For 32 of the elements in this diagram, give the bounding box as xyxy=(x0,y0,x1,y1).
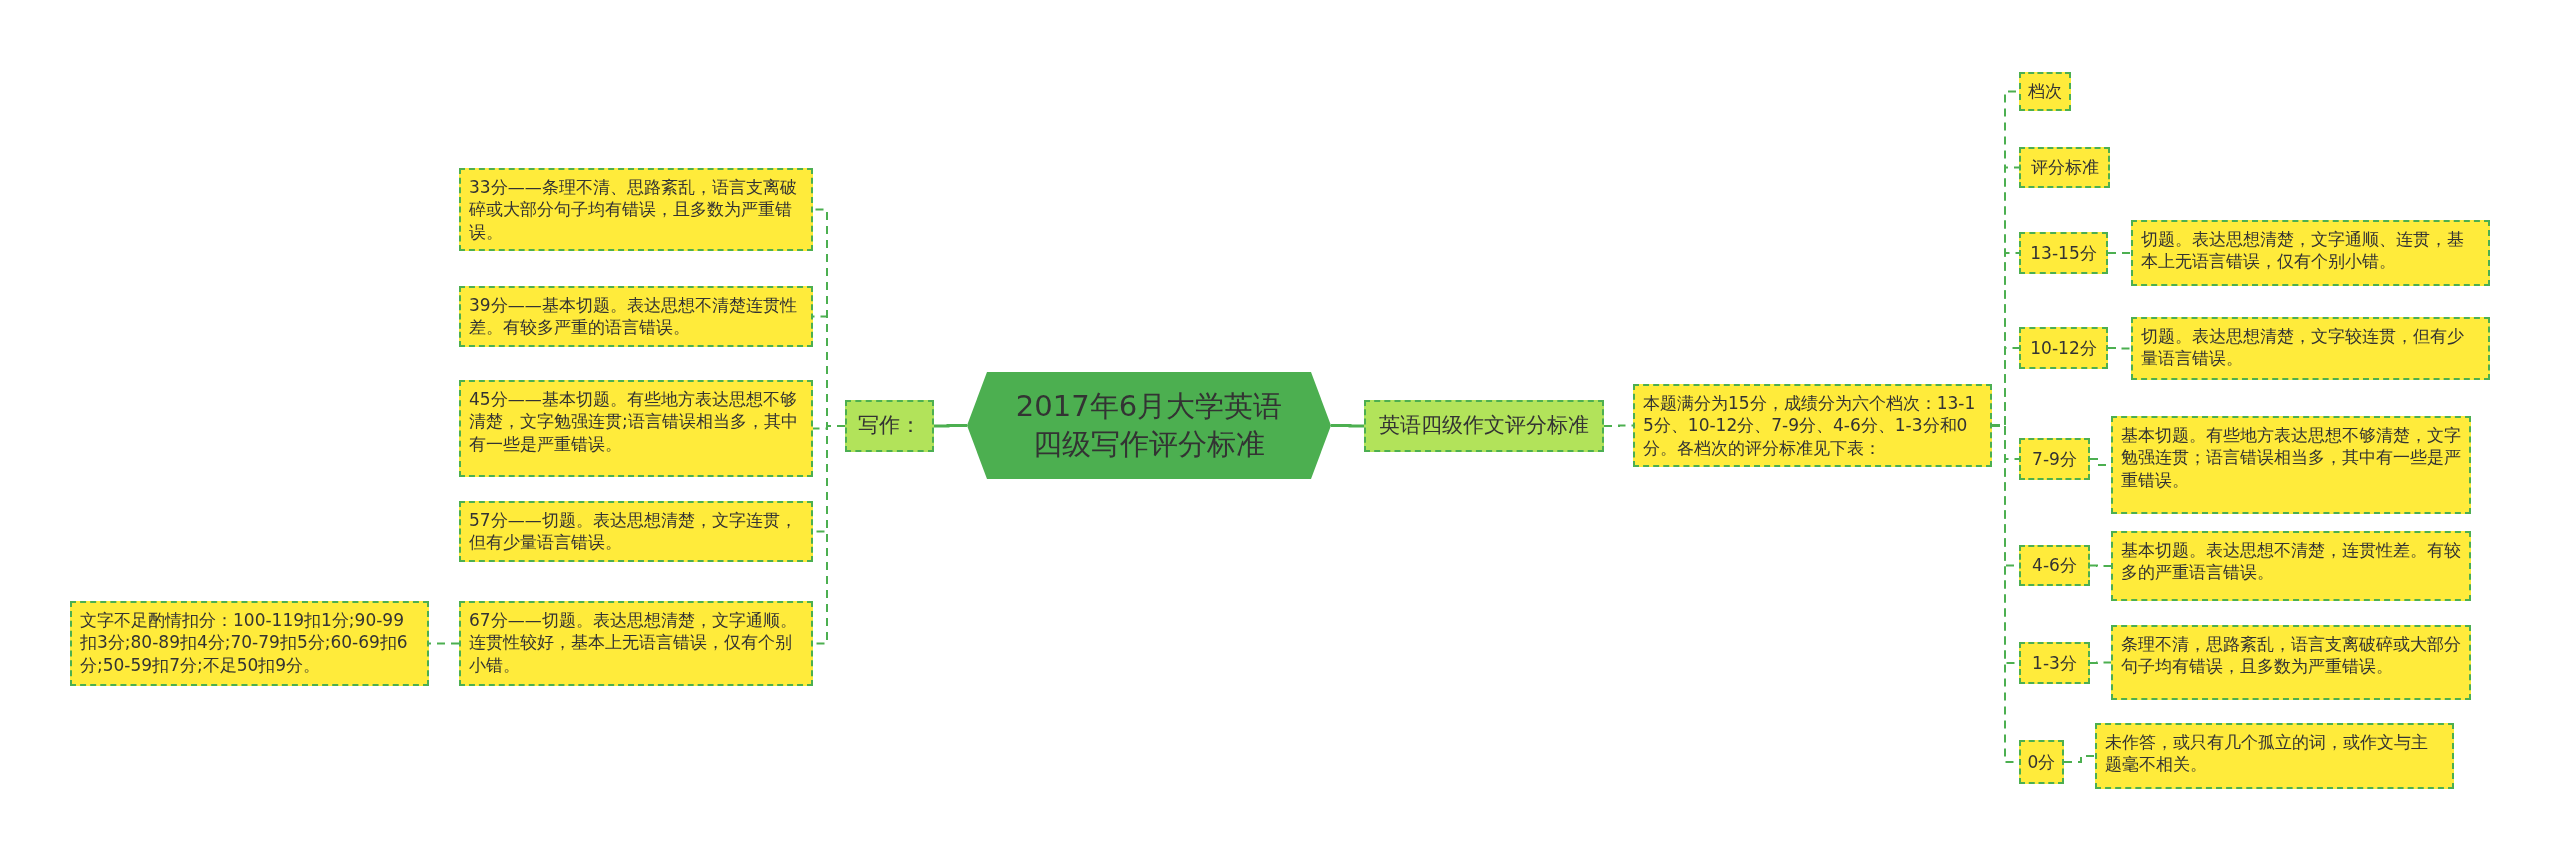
note-box: 切题。表达思想清楚，文字通顺、连贯，基本上无语言错误，仅有个别小错。 xyxy=(2131,220,2490,286)
score-box: 13-15分 xyxy=(2019,232,2108,274)
connector xyxy=(2107,347,2132,350)
score-box: 4-6分 xyxy=(2019,545,2090,586)
connector xyxy=(2089,661,2112,664)
connector xyxy=(1331,424,1364,428)
score-box: 1-3分 xyxy=(2019,642,2090,684)
score-box: 0分 xyxy=(2019,740,2064,784)
connector xyxy=(2089,564,2112,567)
topic-hexagon: 2017年6月大学英语四级写作评分标准 xyxy=(967,372,1331,479)
note-box: 条理不清，思路紊乱，语言支离破碎或大部分句子均有错误，且多数为严重错误。 xyxy=(2111,625,2471,700)
note-box: 本题满分为15分，成绩分为六个档次：13-15分、10-12分、7-9分、4-6分、1-3分和0分。各档次的评分标准见下表： xyxy=(1633,384,1992,468)
note-box: 基本切题。表达思想不清楚，连贯性差。有较多的严重语言错误。 xyxy=(2111,531,2471,601)
note-box: 57分——切题。表达思想清楚，文字连贯，但有少量语言错误。 xyxy=(459,501,813,562)
note-box: 67分——切题。表达思想清楚，文字通顺。连贯性较好，基本上无语言错误，仅有个别小错。 xyxy=(459,601,813,686)
note-box: 切题。表达思想清楚，文字较连贯，但有少量语言错误。 xyxy=(2131,317,2490,380)
note-box: 未作答，或只有几个孤立的词，或作文与主题毫不相关。 xyxy=(2095,723,2454,789)
score-box: 档次 xyxy=(2019,72,2071,111)
connector xyxy=(1603,424,1634,427)
connector xyxy=(2107,252,2132,254)
score-box: 评分标准 xyxy=(2019,147,2110,188)
connector xyxy=(2063,755,2096,763)
note-box: 文字不足酌情扣分：100-119扣1分;90-99扣3分;80-89扣4分;70-79扣5分;60-69扣6分;50-59扣7分;不足50扣9分。 xyxy=(70,601,429,686)
note-box: 33分——条理不清、思路紊乱，语言支离破碎或大部分句子均有错误，且多数为严重错误。 xyxy=(459,168,813,252)
topic-box: 英语四级作文评分标准 xyxy=(1364,400,1604,452)
connector xyxy=(934,424,967,428)
note-box: 39分——基本切题。表达思想不清楚连贯性差。有较多严重的语言错误。 xyxy=(459,286,813,347)
note-box: 基本切题。有些地方表达思想不够清楚，文字勉强连贯；语言错误相当多，其中有一些是严重错误。 xyxy=(2111,416,2471,514)
note-box: 45分——基本切题。有些地方表达思想不够清楚，文字勉强连贯;语言错误相当多，其中有一些是严重错误。 xyxy=(459,380,813,477)
score-box: 10-12分 xyxy=(2019,327,2108,369)
topic-box: 写作： xyxy=(845,400,934,452)
score-box: 7-9分 xyxy=(2019,438,2090,480)
